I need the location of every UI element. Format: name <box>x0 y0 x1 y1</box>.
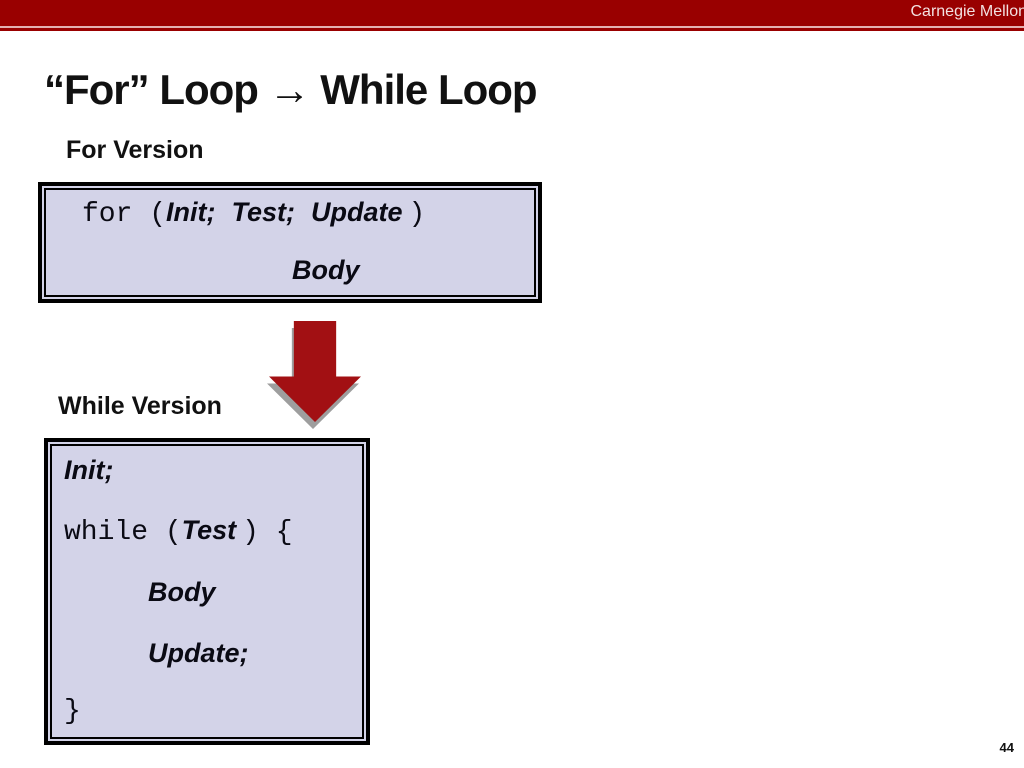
for-body-line: Body <box>292 254 360 291</box>
header-bar: Carnegie Mellon <box>0 0 1024 26</box>
while-body-line: Body <box>148 576 216 613</box>
body-term: Body <box>292 255 360 285</box>
while-keyword: while ( <box>64 517 182 548</box>
test-term: Test; <box>231 197 296 227</box>
for-code-box-inner-border <box>44 188 536 297</box>
while-keyword-line: while (Test) { <box>64 514 293 551</box>
while-version-label: While Version <box>58 392 222 420</box>
while-update-line: Update; <box>148 637 249 674</box>
while-init-line: Init; <box>64 454 113 491</box>
while-closing-brace-line: } <box>64 696 81 730</box>
while-code-box-inner-border <box>50 444 364 739</box>
for-keyword: for ( <box>82 199 167 230</box>
closing-brace: } <box>64 696 81 727</box>
down-arrow-icon <box>269 321 361 422</box>
update-term: Update <box>311 197 403 227</box>
body-term: Body <box>148 577 216 607</box>
page-number: 44 <box>999 740 1014 755</box>
for-code-box: for (Init; Test; Update) Body <box>38 182 542 303</box>
update-term: Update; <box>148 638 249 668</box>
slide-title: “For” Loop → While Loop <box>44 66 538 113</box>
while-code-box: Init; while (Test) { Body Update; } <box>44 438 370 745</box>
header-accent-pink-line <box>0 26 1024 28</box>
for-version-label: For Version <box>66 136 204 164</box>
test-term: Test <box>181 515 237 545</box>
init-term: Init; <box>166 197 216 227</box>
init-term: Init; <box>64 455 114 485</box>
for-code-line: for (Init; Test; Update) <box>82 196 425 233</box>
while-close-paren-brace: ) { <box>242 517 293 548</box>
for-close-paren: ) <box>408 199 426 230</box>
brand-text: Carnegie Mellon <box>910 3 1024 20</box>
down-arrow-shape <box>269 321 361 422</box>
header-accent-red-line <box>0 28 1024 31</box>
